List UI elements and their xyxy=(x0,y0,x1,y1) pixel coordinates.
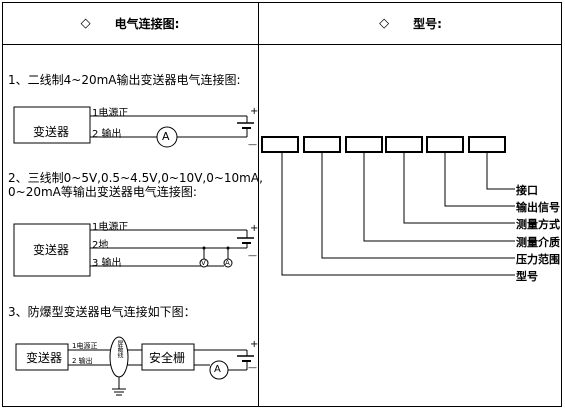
two-wire-plus: + xyxy=(250,106,259,117)
two-wire-device-label: 变送器 xyxy=(33,125,70,139)
model-label-measure-method: 测量方式 xyxy=(516,218,560,231)
section-3-title: 3、防爆型变送器电气连接如下图： xyxy=(8,305,196,319)
ammeter-icon: A xyxy=(162,130,170,143)
model-label-output-signal: 输出信号 xyxy=(516,201,560,214)
three-wire-plus: + xyxy=(250,223,259,234)
section-2-title-line-2: 0~20mA等输出变送器电气连接图: xyxy=(8,185,197,199)
three-wire-terminal-1: 1电源正 xyxy=(92,222,129,233)
two-wire-terminal-1: 1电源正 xyxy=(92,108,129,119)
explosion-proof-plus: + xyxy=(250,339,259,350)
safety-barrier-label: 安全栅 xyxy=(149,351,186,365)
right-header-title: 型号: xyxy=(413,16,442,31)
model-code-diagram xyxy=(261,136,515,276)
ammeter-icon: A xyxy=(225,259,230,267)
three-wire-device-label: 变送器 xyxy=(33,243,70,257)
explosion-proof-diagram xyxy=(15,336,254,396)
model-label-model: 型号 xyxy=(516,270,538,283)
three-wire-terminal-2: 2地 xyxy=(92,240,109,251)
section-2-title-line-1: 2、三线制0~5V,0.5~4.5V,0~10V,0~10mA, xyxy=(8,171,263,185)
model-label-pressure-range: 压力范围 xyxy=(516,253,560,266)
table-grid xyxy=(2,2,562,407)
explosion-proof-terminal-2: 2 输出 xyxy=(72,357,93,365)
right-header: ◇ 型号: xyxy=(259,2,562,44)
three-wire-minus: — xyxy=(248,251,257,261)
explosion-proof-terminal-1: 1电源正 xyxy=(72,342,98,350)
three-wire-diagram xyxy=(13,223,254,277)
ammeter-icon: A xyxy=(214,364,221,375)
document-table: ◇ 电气连接图: ◇ 型号: 1、二线制4~20mA输出变送器电气连接图: 变送… xyxy=(2,2,562,407)
two-wire-diagram xyxy=(13,106,254,148)
diamond-bullet-icon: ◇ xyxy=(80,15,91,31)
model-label-interface: 接口 xyxy=(516,184,538,197)
section-1-title: 1、二线制4~20mA输出变送器电气连接图: xyxy=(8,73,241,87)
explosion-proof-minus: — xyxy=(248,363,257,373)
two-wire-minus: — xyxy=(248,140,257,150)
two-wire-terminal-2: 2 输出 xyxy=(92,129,122,140)
three-wire-terminal-3: 3 输出 xyxy=(92,258,122,269)
explosion-proof-device-label: 变送器 xyxy=(26,351,63,365)
model-label-medium: 测量介质 xyxy=(516,236,560,249)
left-header-title: 电气连接图: xyxy=(114,16,180,31)
shielded-cable-label: 屏蔽线 xyxy=(116,340,123,358)
left-header: ◇ 电气连接图: xyxy=(2,2,258,44)
voltmeter-icon: V xyxy=(201,259,206,267)
diamond-bullet-icon: ◇ xyxy=(379,15,390,31)
